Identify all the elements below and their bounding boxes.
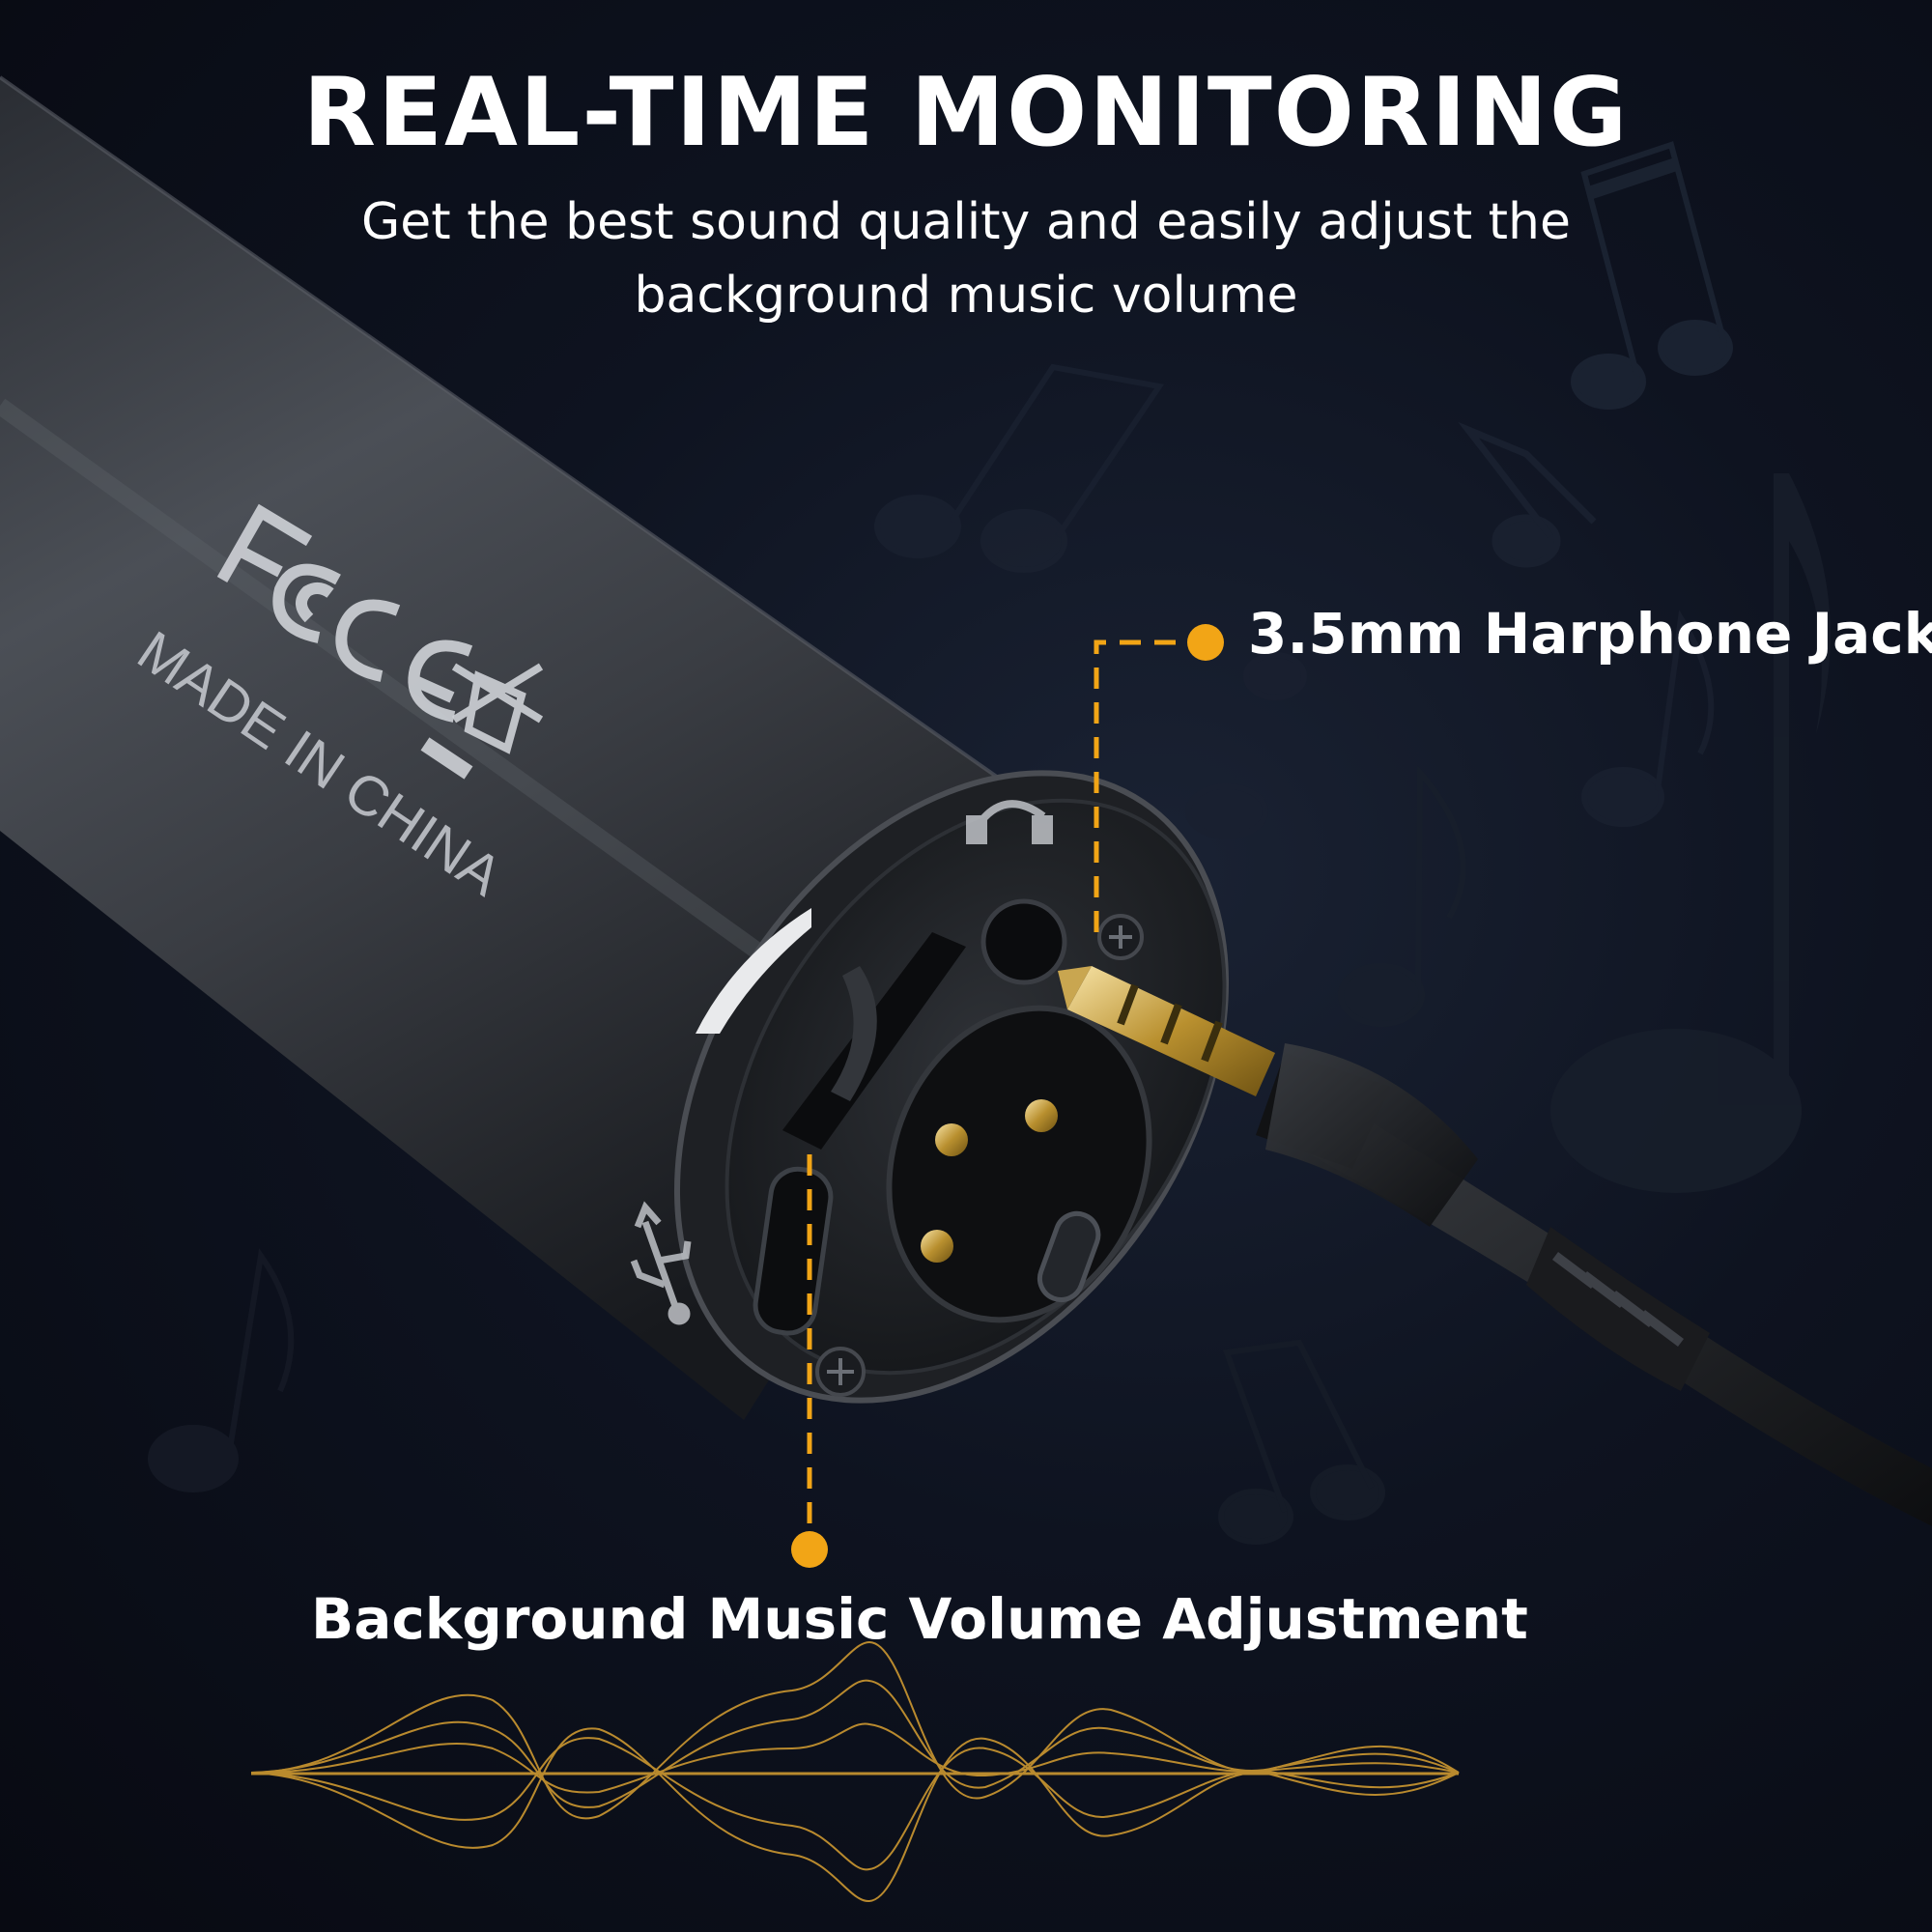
- subtitle-line-1: Get the best sound quality and easily ad…: [361, 193, 1571, 251]
- microphone-body: [0, 75, 1230, 1420]
- music-note-icon: [1338, 765, 1466, 1027]
- jack-callout-dot: [1187, 624, 1224, 661]
- music-note-icon: [1218, 1339, 1385, 1545]
- volume-callout-label: Background Music Volume Adjustment: [311, 1586, 1528, 1652]
- fcc-logo-icon: [216, 503, 341, 643]
- usb-icon: [630, 1201, 692, 1325]
- jack-callout-label: 3.5mm Harphone Jack: [1248, 601, 1932, 667]
- page-subtitle: Get the best sound quality and easily ad…: [309, 185, 1623, 332]
- music-note-icon: [874, 363, 1165, 573]
- music-note-icon: [1581, 610, 1715, 827]
- sound-wave-icon: [250, 1640, 1460, 1903]
- volume-callout-dot: [791, 1531, 828, 1568]
- subtitle-line-2: background music volume: [634, 267, 1298, 325]
- music-note-icon: [1185, 652, 1307, 839]
- ce-mark-icon: [335, 599, 473, 723]
- music-note-icon: [1571, 141, 1733, 410]
- headphone-icon: [966, 800, 1053, 844]
- jack-callout-line: [1094, 639, 1196, 932]
- music-note-icon: [1458, 421, 1597, 568]
- music-note-icon: [1550, 473, 1831, 1193]
- headphone-plug: [1058, 966, 1932, 1526]
- weee-bin-icon: [420, 663, 544, 780]
- music-note-icon: [148, 1248, 295, 1492]
- page-title: REAL-TIME MONITORING: [302, 58, 1630, 168]
